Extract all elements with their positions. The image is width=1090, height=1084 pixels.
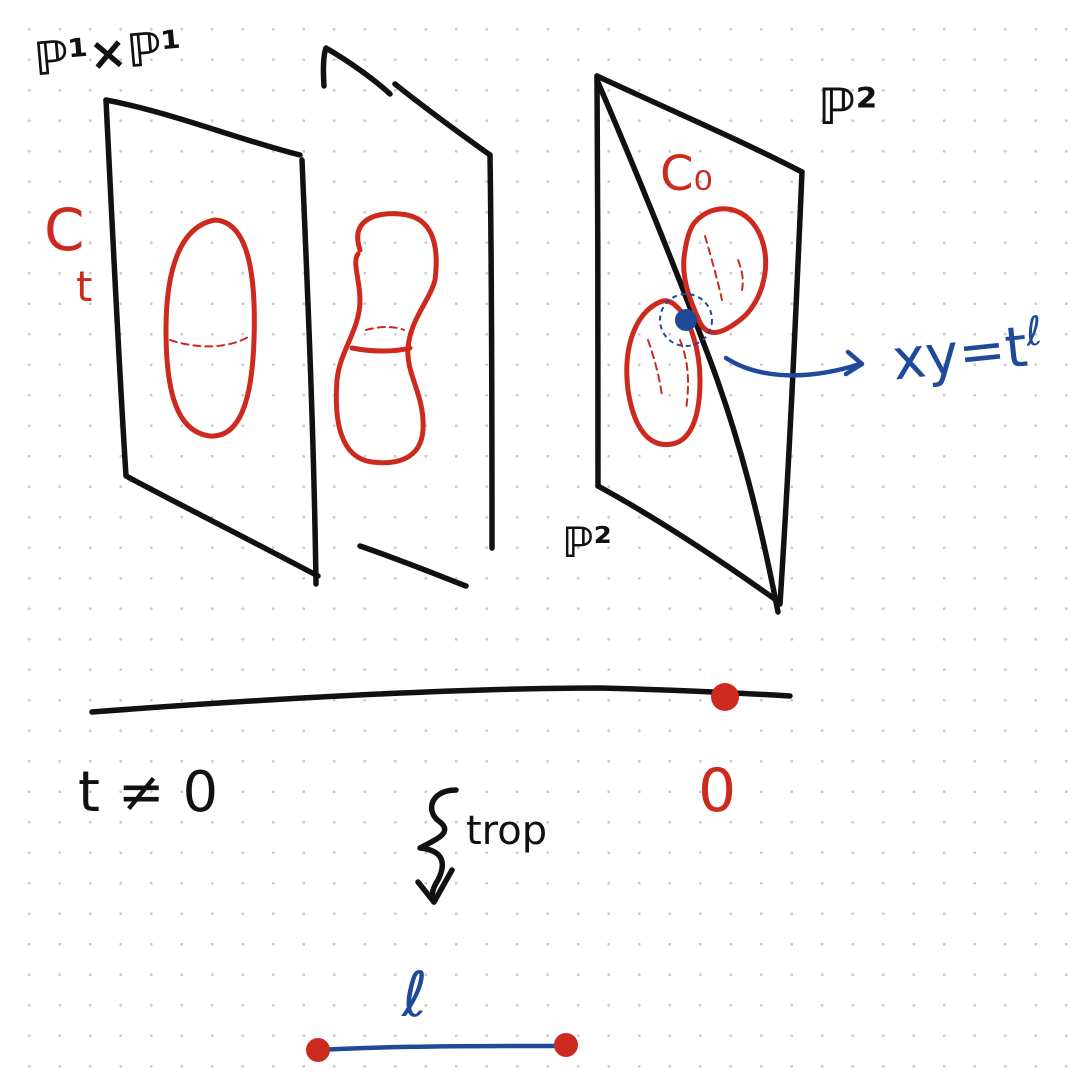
node-point <box>675 309 697 331</box>
tropical-edge-line <box>315 1043 569 1053</box>
curve-pinched <box>333 211 439 466</box>
label-c-t-subscript: t <box>76 262 93 311</box>
label-trop: trop <box>466 808 548 854</box>
trop-arrow <box>415 787 459 905</box>
equation-arrow <box>723 355 863 378</box>
curve-c-t <box>163 217 257 439</box>
equation-arrowhead <box>843 349 865 377</box>
label-c-t-letter: C <box>44 196 85 264</box>
label-p2-top: ℙ² <box>818 78 878 136</box>
label-t-ne-0: t ≠ 0 <box>78 760 219 825</box>
label-zero: 0 <box>698 756 737 826</box>
label-c-0: C₀ <box>660 146 713 202</box>
label-p2-bottom: ℙ² <box>562 518 612 567</box>
base-point-zero <box>711 683 739 711</box>
tropical-edge <box>306 1033 578 1062</box>
tropical-vertex-right <box>554 1033 578 1057</box>
middle-sheet <box>320 45 495 589</box>
curve-c-0 <box>624 206 768 448</box>
label-ell: ℓ <box>402 958 428 1031</box>
base-line <box>89 683 793 715</box>
node-neighborhood <box>659 293 865 378</box>
p2-union-sheet <box>594 73 805 615</box>
tropical-vertex-left <box>306 1038 330 1062</box>
p1xp1-sheet <box>103 97 321 587</box>
